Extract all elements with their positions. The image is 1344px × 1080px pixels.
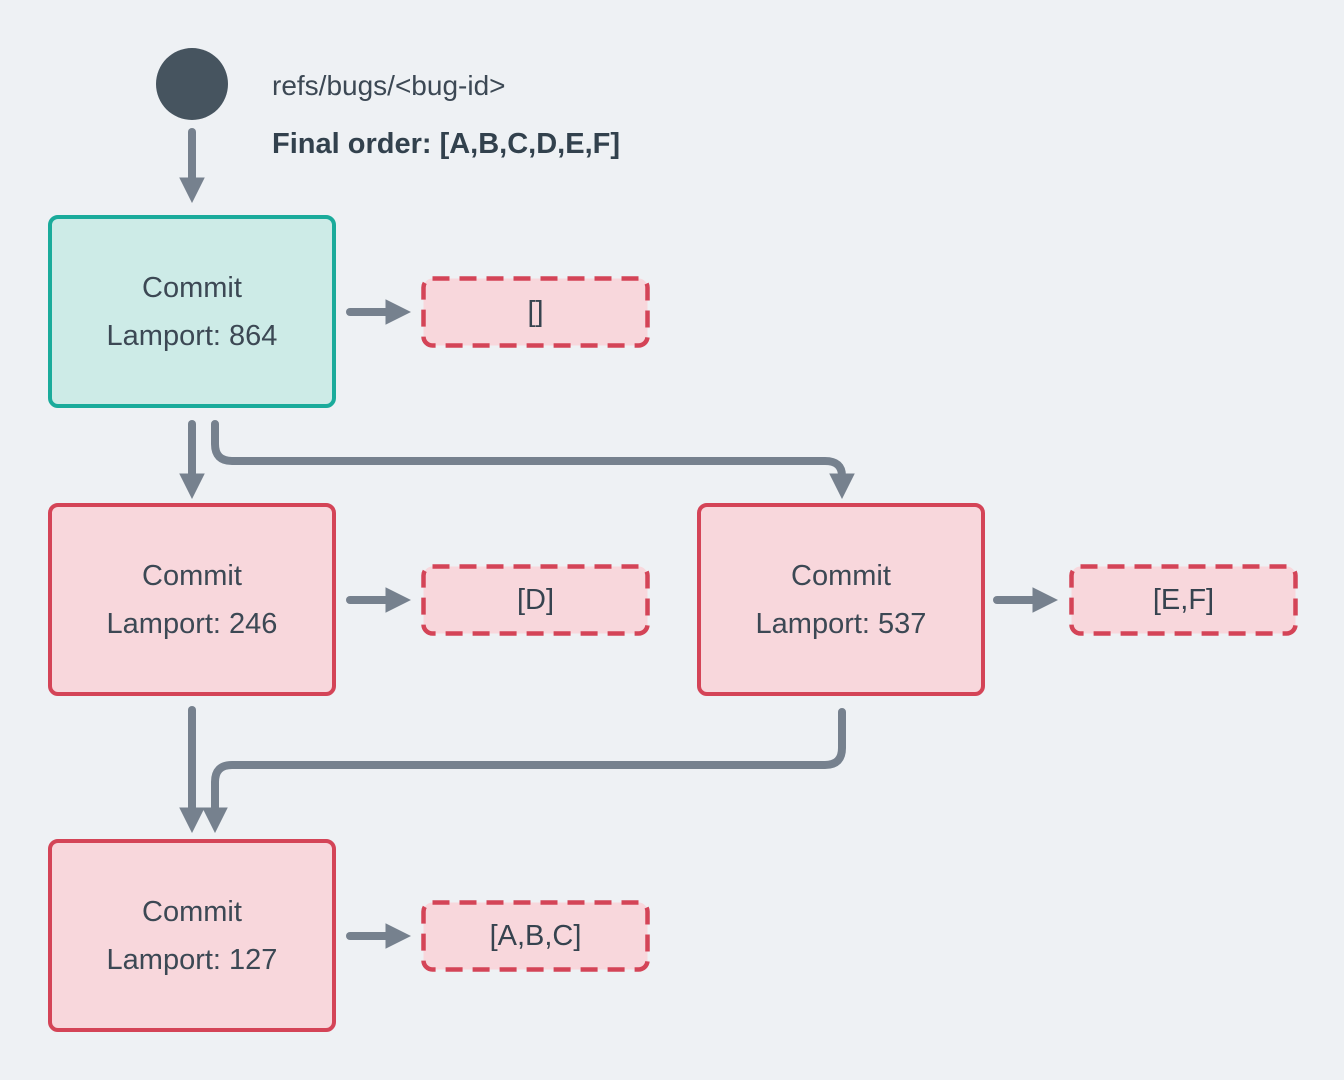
payload-box-d: [D] bbox=[421, 564, 650, 636]
payload-label: [] bbox=[527, 295, 544, 328]
ref-head-circle bbox=[156, 48, 228, 120]
commit-lamport: Lamport: 246 bbox=[106, 607, 278, 640]
arrow-commit-864-to-commit-537 bbox=[211, 420, 855, 500]
payload-label: [D] bbox=[516, 583, 555, 616]
payload-box-empty: [] bbox=[421, 276, 650, 348]
payload-box-abc: [A,B,C] bbox=[421, 900, 650, 972]
final-order-label: Final order: [A,B,C,D,E,F] bbox=[272, 128, 620, 160]
commit-lamport: Lamport: 127 bbox=[106, 943, 278, 976]
commit-title: Commit bbox=[791, 559, 891, 592]
ref-name-label: refs/bugs/<bug-id> bbox=[272, 70, 506, 101]
payload-box-ef: [E,F] bbox=[1069, 564, 1298, 636]
commit-title: Commit bbox=[142, 559, 242, 592]
commit-node-864: Commit Lamport: 864 bbox=[48, 215, 336, 408]
commit-node-127: Commit Lamport: 127 bbox=[48, 839, 336, 1032]
arrow-commit-537-to-commit-127 bbox=[202, 708, 846, 834]
dashed-border bbox=[1069, 564, 1298, 636]
dashed-border bbox=[421, 564, 650, 636]
commit-node-537: Commit Lamport: 537 bbox=[697, 503, 985, 696]
payload-label: [A,B,C] bbox=[489, 919, 582, 952]
payload-label: [E,F] bbox=[1152, 583, 1215, 616]
commit-node-246: Commit Lamport: 246 bbox=[48, 503, 336, 696]
commit-lamport: Lamport: 864 bbox=[106, 319, 278, 352]
dashed-border bbox=[421, 276, 650, 348]
commit-title: Commit bbox=[142, 895, 242, 928]
dashed-border bbox=[421, 900, 650, 972]
commit-lamport: Lamport: 537 bbox=[755, 607, 927, 640]
commit-title: Commit bbox=[142, 271, 242, 304]
